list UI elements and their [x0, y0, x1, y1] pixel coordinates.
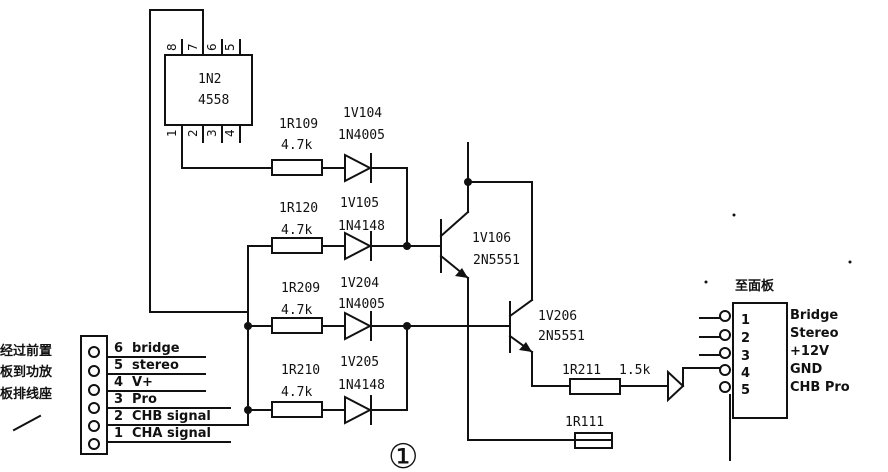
ic-4558: 8 7 6 5 1 2 3 4 1N2 4558 — [164, 39, 253, 143]
left-pin-4-num: 4 — [114, 375, 123, 390]
r111-resistor: 1R111 — [565, 415, 613, 449]
left-pin-3-label: Pro — [132, 392, 157, 407]
left-conn-title-3: 板排线座 — [0, 386, 52, 402]
left-conn-title-2: 板到功放 — [0, 364, 53, 380]
r210-ref: 1R210 — [281, 363, 320, 378]
junction-dot — [403, 242, 411, 250]
right-connector: 1 2 3 4 5 Bridge Stereo +12V GND CHB Pro… — [699, 278, 850, 461]
v205-part: 1N4148 — [338, 378, 385, 393]
left-pin-6-label: bridge — [132, 341, 180, 356]
right-pin-5-label: CHB Pro — [790, 380, 850, 395]
q106-transistor: 1V106 2N5551 — [439, 142, 520, 280]
q206-part: 2N5551 — [538, 329, 585, 344]
v104-ref: 1V104 — [343, 106, 382, 121]
r210-value: 4.7k — [281, 385, 312, 400]
ic-pin-5: 5 — [223, 43, 237, 51]
ic-pin-7: 7 — [186, 43, 200, 51]
r211-value: 1.5k — [619, 363, 650, 378]
ic-pin1-wire — [181, 141, 273, 169]
arrow-to-panel — [667, 369, 685, 403]
r210-resistor: 1R210 4.7k — [271, 363, 323, 418]
q206-transistor: 1V206 2N5551 — [508, 298, 585, 354]
v105-part: 1N4148 — [338, 219, 385, 234]
right-pin-5-num: 5 — [741, 383, 750, 398]
row1-to-node — [370, 167, 408, 247]
r211-ref: 1R211 — [562, 363, 601, 378]
v104-diode: 1V104 1N4005 — [338, 106, 385, 183]
left-conn-title-1: 经过前置 — [0, 343, 52, 359]
v204-part: 1N4005 — [338, 297, 385, 312]
right-pin-2-num: 2 — [741, 331, 750, 346]
r109-resistor: 1R109 4.7k — [271, 117, 323, 176]
left-pin-2-num: 2 — [114, 409, 123, 424]
r209-value: 4.7k — [281, 303, 312, 318]
q206-ref: 1V206 — [538, 309, 577, 324]
r109-ref: 1R109 — [279, 117, 318, 132]
q206-emitter-wire — [531, 351, 571, 387]
r209-resistor: 1R209 4.7k — [271, 281, 323, 334]
r109-value: 4.7k — [281, 138, 312, 153]
ic-pin-2: 2 — [186, 129, 200, 137]
left-connector-body — [80, 335, 108, 455]
q106-part: 2N5551 — [473, 253, 520, 268]
v105-diode: 1V105 1N4148 — [338, 196, 385, 261]
v204-ref: 1V204 — [340, 276, 379, 291]
q106-ref: 1V106 — [472, 231, 511, 246]
left-pin-3-num: 3 — [114, 392, 123, 407]
ic-pin-4: 4 — [223, 129, 237, 137]
ic-pin-6: 6 — [205, 43, 219, 51]
r111-ref: 1R111 — [565, 415, 604, 430]
q106-emitter-wire — [467, 277, 613, 441]
right-pin-2-label: Stereo — [790, 326, 839, 341]
right-conn-title: 至面板 — [735, 278, 775, 294]
ic-ref: 1N2 — [198, 72, 221, 87]
r209-ref: 1R209 — [281, 281, 320, 296]
left-connector: 6 bridge 5 stereo 4 V+ 3 Pro 2 CHB signa… — [0, 335, 249, 455]
ic-pin-3: 3 — [205, 129, 219, 137]
junction-dot — [464, 178, 472, 186]
left-pin-1-num: 1 — [114, 426, 123, 441]
ic-pin-1: 1 — [165, 129, 179, 137]
r120-value: 4.7k — [281, 223, 312, 238]
v205-diode: 1V205 1N4148 — [338, 355, 385, 425]
r120-resistor: 1R120 4.7k — [271, 201, 323, 254]
left-pin-5-num: 5 — [114, 358, 123, 373]
junction-dot — [244, 322, 252, 330]
row4-to-node — [370, 325, 408, 411]
v205-ref: 1V205 — [340, 355, 379, 370]
r211-resistor: 1R211 1.5k — [562, 363, 650, 395]
left-pin-4-label: V+ — [132, 375, 153, 390]
v104-part: 1N4005 — [338, 128, 385, 143]
right-pin-1-num: 1 — [741, 313, 750, 328]
right-pin-1-label: Bridge — [790, 308, 838, 323]
ic-pin-8: 8 — [165, 43, 179, 51]
left-pin-1-label: CHA signal — [132, 426, 211, 441]
ic-part: 4558 — [198, 93, 229, 108]
r120-ref: 1R120 — [279, 201, 318, 216]
left-pin-2-label: CHB signal — [132, 409, 211, 424]
right-connector-body — [732, 302, 788, 419]
v105-ref: 1V105 — [340, 196, 379, 211]
ic-body — [164, 54, 253, 126]
right-pin-3-label: +12V — [790, 344, 829, 359]
v204-diode: 1V204 1N4005 — [338, 276, 385, 341]
figure-number-mark: ① — [388, 437, 418, 472]
right-pin-4-label: GND — [790, 362, 823, 377]
q106-collector-bus — [467, 181, 533, 301]
ic-pin7-wire — [149, 9, 249, 313]
right-pin-3-num: 3 — [741, 349, 750, 364]
right-pin-4-num: 4 — [741, 366, 750, 381]
left-pin-6-num: 6 — [114, 341, 123, 356]
left-pin-5-label: stereo — [132, 358, 179, 373]
